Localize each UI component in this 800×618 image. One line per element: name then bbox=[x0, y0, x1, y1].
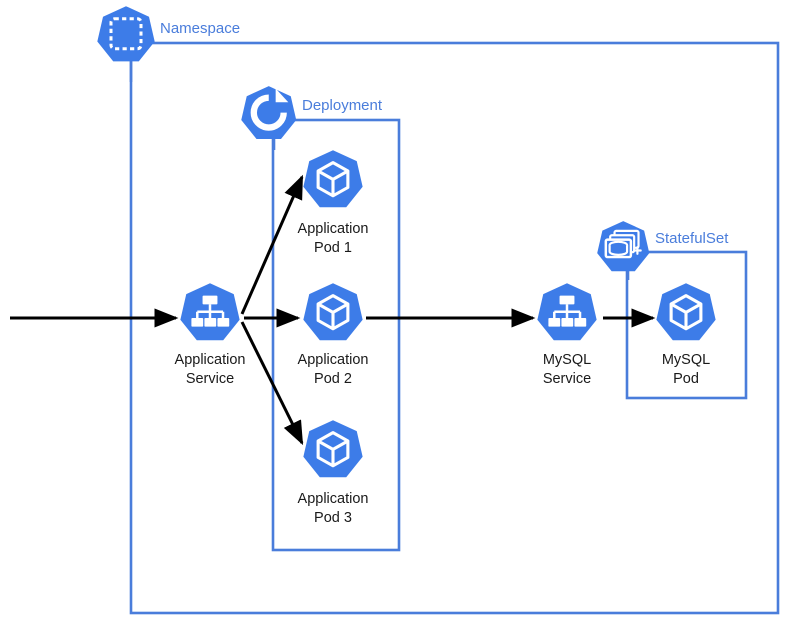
application-service-node[interactable]: Application Service bbox=[175, 283, 246, 387]
namespace-icon[interactable] bbox=[97, 6, 155, 62]
mysql-pod-node[interactable]: MySQL Pod bbox=[656, 283, 716, 387]
application-pod-2-label-line-2: Pod 2 bbox=[314, 371, 352, 387]
application-pod-2-label-line-1: Application bbox=[298, 352, 369, 368]
service-icon[interactable] bbox=[180, 283, 240, 341]
pod-icon[interactable] bbox=[303, 150, 363, 208]
application-pod-3-label-line-2: Pod 3 bbox=[314, 510, 352, 526]
application-pod-1-label-line-1: Application bbox=[298, 221, 369, 237]
service-icon[interactable] bbox=[537, 283, 597, 341]
namespace-box bbox=[129, 41, 780, 615]
arrow-application-service-to-pod-3 bbox=[240, 321, 304, 446]
pod-icon[interactable] bbox=[303, 420, 363, 478]
application-pod-1-node[interactable]: Application Pod 1 bbox=[298, 150, 369, 256]
mysql-service-label-line-2: Service bbox=[543, 371, 591, 387]
pod-icon[interactable] bbox=[656, 283, 716, 341]
mysql-pod-label-line-2: Pod bbox=[673, 371, 699, 387]
application-pod-1-label-line-2: Pod 1 bbox=[314, 240, 352, 256]
deployment-icon[interactable] bbox=[241, 86, 297, 140]
arrow-application-service-to-pod-1 bbox=[240, 174, 304, 315]
namespace-group-label: Namespace bbox=[160, 20, 240, 37]
statefulset-icon[interactable] bbox=[597, 221, 650, 272]
application-pod-3-label-line-1: Application bbox=[298, 491, 369, 507]
pod-icon[interactable] bbox=[303, 283, 363, 341]
deployment-group-label: Deployment bbox=[302, 97, 383, 114]
group-connectors bbox=[129, 58, 630, 280]
deployment-box bbox=[271, 118, 401, 552]
mysql-service-label-line-1: MySQL bbox=[543, 352, 591, 368]
application-pod-2-node[interactable]: Application Pod 2 bbox=[298, 283, 369, 387]
application-service-label-line-2: Service bbox=[186, 371, 234, 387]
mysql-service-node[interactable]: MySQL Service bbox=[537, 283, 597, 387]
application-service-label-line-1: Application bbox=[175, 352, 246, 368]
flow-arrows bbox=[10, 174, 656, 446]
group-boxes bbox=[129, 41, 780, 615]
mysql-pod-label-line-1: MySQL bbox=[662, 352, 710, 368]
statefulset-group-label: StatefulSet bbox=[655, 230, 729, 247]
application-pod-3-node[interactable]: Application Pod 3 bbox=[298, 420, 369, 526]
statefulset-box bbox=[625, 250, 748, 400]
